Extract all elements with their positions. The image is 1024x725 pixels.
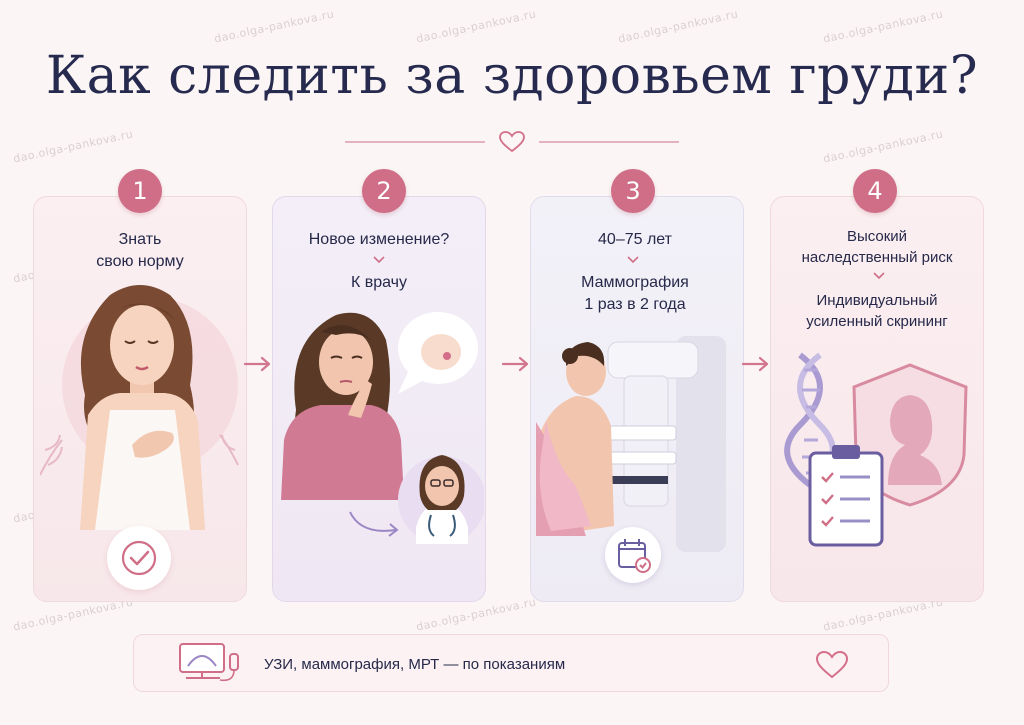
- arrow-right-icon: [501, 356, 529, 372]
- check-circle-icon: [107, 526, 171, 590]
- step-number-badge: 2: [362, 169, 406, 213]
- chevron-down-icon: [873, 272, 885, 280]
- watermark: dao.olga-pankova.ru: [616, 7, 740, 46]
- ultrasound-icon: [179, 643, 239, 682]
- chevron-down-icon: [627, 256, 639, 264]
- page-title: Как следить за здоровьем груди?: [45, 46, 979, 106]
- heart-icon: [815, 650, 849, 679]
- step-4-line: усиленный скрининг: [806, 313, 948, 330]
- title-divider: [345, 130, 679, 154]
- step-4-line: Индивидуальный: [816, 292, 938, 309]
- woman-self-awareness-illustration: [40, 285, 239, 530]
- step-4-screening: Индивидуальный усиленный скрининг: [770, 290, 984, 332]
- arrow-right-icon: [243, 356, 271, 372]
- calendar-check-icon: [605, 527, 661, 583]
- step-2-question: Новое изменение?: [308, 231, 450, 248]
- step-3-text: Маммография 1 раз в 2 года: [530, 272, 740, 316]
- chevron-down-icon: [373, 256, 385, 264]
- step-number-badge: 3: [611, 169, 655, 213]
- step-2-action: К врачу: [350, 274, 408, 291]
- watermark: dao.olga-pankova.ru: [821, 7, 945, 46]
- watermark: dao.olga-pankova.ru: [11, 127, 135, 166]
- footer-text: УЗИ, маммография, МРТ — по показаниям: [264, 656, 566, 673]
- heart-icon: [499, 131, 525, 153]
- step-3-line: Маммография: [581, 274, 689, 291]
- step-4-risk: Высокий наследственный риск: [770, 226, 984, 268]
- step-number-badge: 1: [118, 169, 162, 213]
- step-3-age: 40–75 лет: [598, 231, 672, 248]
- woman-thinking-doctor-illustration: [281, 312, 484, 544]
- watermark: dao.olga-pankova.ru: [414, 7, 538, 46]
- step-1-line: свою норму: [96, 253, 184, 270]
- arrow-right-icon: [741, 356, 769, 372]
- watermark: dao.olga-pankova.ru: [212, 7, 336, 46]
- clipboard-checklist-icon: [808, 445, 884, 547]
- watermark: dao.olga-pankova.ru: [821, 127, 945, 166]
- step-number-badge: 4: [853, 169, 897, 213]
- step-1-line: Знать: [118, 231, 162, 248]
- step-1-text: Знать свою норму: [33, 229, 247, 273]
- footer-banner: [133, 634, 889, 692]
- step-3-line: 1 раз в 2 года: [584, 296, 686, 313]
- dna-clipboard-shield-illustration: [784, 352, 968, 547]
- step-4-line: наследственный риск: [801, 249, 953, 266]
- mammography-machine-illustration: [536, 336, 726, 552]
- step-4-line: Высокий: [846, 228, 908, 245]
